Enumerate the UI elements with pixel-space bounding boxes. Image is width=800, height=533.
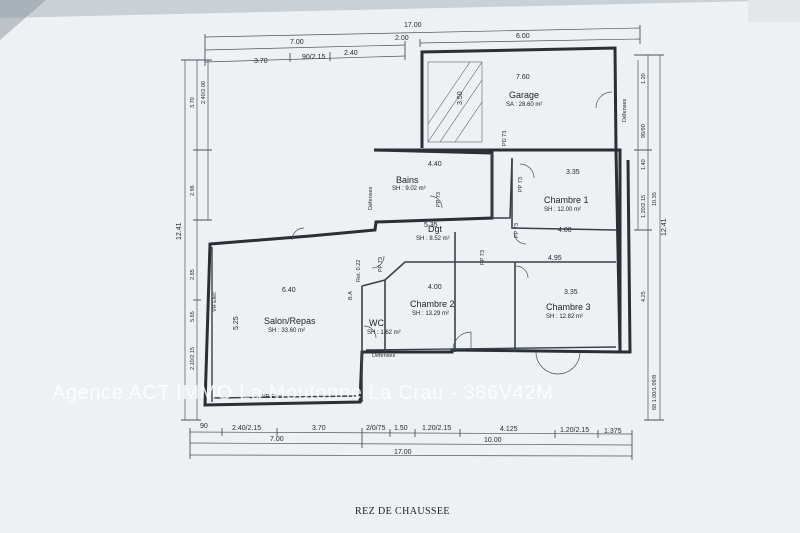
garage-ramp <box>427 61 483 143</box>
note-defenses-bottom: Défenses <box>372 353 395 359</box>
note-vr-elec-bottom: VR Elec <box>262 394 282 400</box>
room-area: SA : 28.60 m² <box>506 102 542 108</box>
dim-top-sub-a: 3.70 <box>254 58 268 65</box>
dim-top-total: 17.00 <box>404 22 422 29</box>
dim-left-c: 2.96 <box>190 185 196 196</box>
plan-title: REZ DE CHAUSSEE <box>355 506 450 517</box>
corner-stamp <box>748 0 800 22</box>
dim-dgt-length: 4.00 <box>558 227 572 234</box>
plan-notes: Défenses Défenses Défenses VR Elec VR El… <box>212 99 628 400</box>
dim-bottom-g: 4.125 <box>500 426 518 433</box>
door-swings <box>291 91 613 375</box>
note-pp73-e: PP 73 <box>378 257 384 272</box>
room-dgt: Dgt SH : 8.52 m² <box>416 224 450 242</box>
dim-chambre3-width: 3.35 <box>564 289 578 296</box>
dimension-lines <box>181 25 664 460</box>
dim-right-a: 10.35 <box>652 192 658 206</box>
room-label: Chambre 2 <box>410 299 455 309</box>
room-chambre-3: Chambre 3 SH : 12.82 m² <box>546 302 591 320</box>
room-label: Garage <box>509 90 539 100</box>
dim-chambre1-width: 3.35 <box>566 169 580 176</box>
note-defenses-left: Défenses <box>368 187 374 210</box>
walls <box>203 46 632 407</box>
dim-bottom-d: 2/0/75 <box>366 425 386 432</box>
room-area: SH : 13.29 m² <box>412 311 449 317</box>
dim-chambre2-width: 4.00 <box>428 284 442 291</box>
dim-left-d: 2.85 <box>190 269 196 280</box>
room-area: SH : 1.62 m² <box>367 330 401 336</box>
dim-bottom-total-right: 10.00 <box>484 437 502 444</box>
dim-left-e: 5.65 <box>190 311 196 322</box>
note-pp73-c: PP 73 <box>480 250 486 265</box>
note-pp73-b: PP 73 <box>518 177 524 192</box>
room-chambre-1: Chambre 1 SH : 12.00 m² <box>544 195 589 213</box>
dim-top-left: 7.00 <box>290 39 304 46</box>
dim-bottom-a: 90 <box>200 423 208 430</box>
dim-garage-depth: 3.50 <box>457 91 464 105</box>
dim-top-right: 6.00 <box>516 33 530 40</box>
note-ba: B.A <box>348 291 354 300</box>
room-area: SH : 12.00 m² <box>544 207 581 213</box>
dim-left-a: 3.70 <box>190 97 196 108</box>
dim-left-b: 2.40/2.00 <box>201 81 207 104</box>
note-pp73-d: PP 73 <box>514 223 520 238</box>
dimension-labels: 17.00 7.00 2.00 6.00 3.70 90/2.15 2.40 7… <box>176 22 668 456</box>
agency-watermark: Agence ACT IMMO La Moutonne La Crau - 38… <box>52 382 553 404</box>
room-garage: Garage SA : 28.60 m² <box>506 90 542 108</box>
dim-bottom-f: 1.20/2.15 <box>422 425 451 432</box>
dim-right-e: 1.20 <box>641 73 647 84</box>
dim-corridor-length: 4.95 <box>548 255 562 262</box>
note-vr-elec: VR Elec <box>212 292 218 312</box>
dim-dgt-width: 5.35 <box>424 222 438 229</box>
room-chambre-2: Chambre 2 SH : 13.29 m² <box>410 299 455 317</box>
dim-bains-width: 4.40 <box>428 161 442 168</box>
note-defenses-right: Défenses <box>622 99 628 122</box>
dim-bottom-b: 2.40/2.15 <box>232 425 261 432</box>
room-label: Chambre 1 <box>544 195 589 205</box>
dim-right-d: 90/90 <box>641 124 647 138</box>
room-wc: WC SH : 1.62 m² <box>367 318 401 336</box>
room-area: SH : 9.02 m² <box>392 186 426 192</box>
room-label: WC <box>369 318 384 328</box>
dim-top-sub-c: 2.40 <box>344 50 358 57</box>
dim-bottom-c: 3.70 <box>312 425 326 432</box>
dim-top-sub-b: 90/2.15 <box>302 54 325 61</box>
dim-right-total: 12.41 <box>661 218 668 236</box>
room-area: SH : 33.60 m² <box>268 328 305 334</box>
room-label: Dgt <box>428 224 443 234</box>
room-salon-repas: Salon/Repas SH : 33.60 m² <box>264 316 316 334</box>
dim-bottom-e: 1.50 <box>394 425 408 432</box>
dim-bottom-i: 1.375 <box>604 428 622 435</box>
room-bains: Bains SH : 9.02 m² <box>392 175 426 192</box>
dim-garage-width: 7.60 <box>516 74 530 81</box>
dim-left-total: 12.41 <box>176 222 183 240</box>
dim-top-gap: 2.00 <box>395 35 409 42</box>
dim-bottom-total: 17.00 <box>394 449 412 456</box>
room-area: SH : 8.52 m² <box>416 236 450 242</box>
note-pp73-a: PP 73 <box>436 192 442 207</box>
note-ret: Ret. 0.22 <box>356 260 362 282</box>
dim-salon-depth: 5.25 <box>233 316 240 330</box>
paper-shadow <box>0 0 46 40</box>
room-label: Salon/Repas <box>264 316 316 326</box>
room-area: SH : 12.82 m² <box>546 314 583 320</box>
dim-right-g: 68 1.00/1.09/8 <box>652 375 658 410</box>
dim-left-f: 2.10/2.15 <box>190 347 196 370</box>
dim-right-c: 1.20/2.15 <box>641 195 647 218</box>
dim-bottom-h: 1.20/2.15 <box>560 427 589 434</box>
dim-right-b: 4.25 <box>641 291 647 302</box>
dim-salon-width: 6.40 <box>282 287 296 294</box>
dim-bottom-total-left: 7.00 <box>270 436 284 443</box>
room-label: Bains <box>396 175 419 185</box>
note-pd73: PD 73 <box>502 131 508 146</box>
room-label: Chambre 3 <box>546 302 591 312</box>
dim-right-f: 1.40 <box>641 159 647 170</box>
